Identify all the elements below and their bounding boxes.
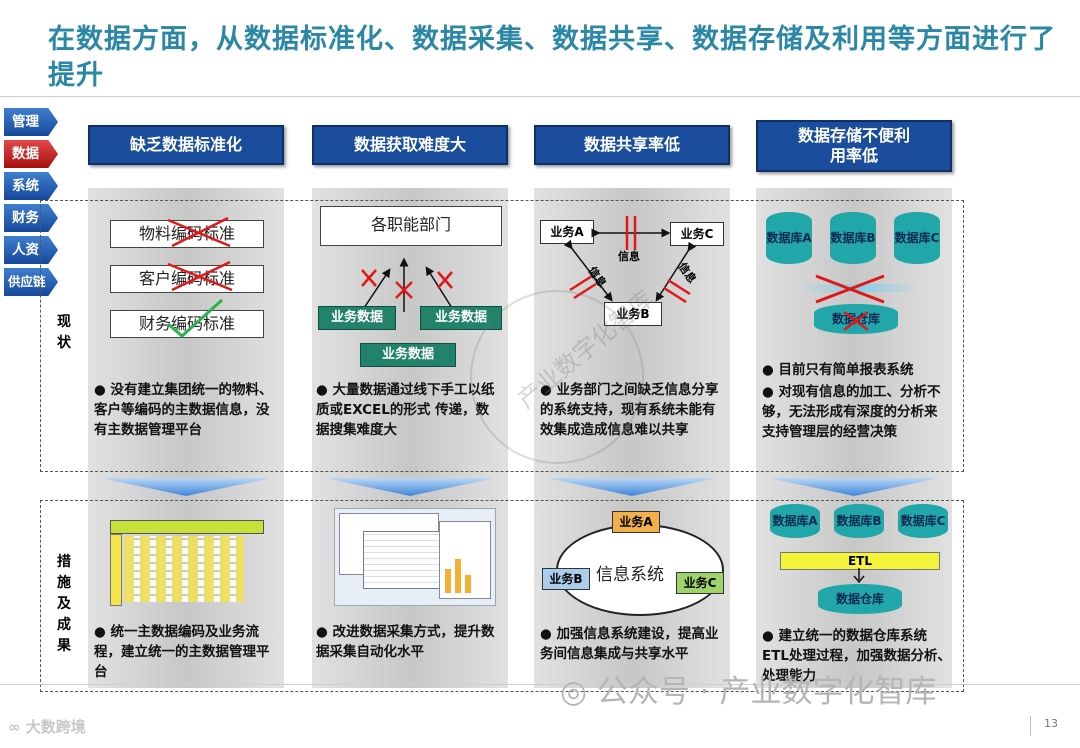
bottom-left-watermark-text: 大数跨境 [25,718,86,736]
data-collection-screenshot-image [334,508,496,606]
bottom-left-watermark: ∞ 大数跨境 [8,716,86,737]
wechat-icon: ◎ [560,674,588,710]
master-data-table-image [108,518,270,610]
down-arrow-icon [853,568,865,584]
col2-current-text: ● 大量数据通过线下手工以纸质或EXCEL的形式 传递，数据搜集难度大 [316,382,495,438]
nav-tab-data[interactable]: 数据 [4,140,58,168]
col4-current-text-1: ● 目前只有简单报表系统 [762,362,914,378]
nav-tab-supply-chain[interactable]: 供应链 [4,268,58,296]
data-warehouse-cylinder-current: 数据仓库 [814,304,898,334]
title-divider [0,96,1080,97]
col4-measure-text: ● 建立统一的数据仓库系统ETL处理过程，加强数据分析、处理能力 [762,628,952,684]
row-label-measures: 措施及成果 [57,554,71,654]
database-c-cylinder: 数据库C [894,212,940,264]
functional-departments-box: 各职能部门 [320,206,502,246]
ring-business-c: 业务C [676,572,724,594]
material-code-standard-box: 物料编码标准 [110,220,264,248]
circles-icon: ∞ [8,718,21,736]
col2-current-text-content: 大量数据通过线下手工以纸质或EXCEL的形式 传递，数据搜集难度大 [316,382,495,438]
wechat-watermark: ◎ 公众号 · 产业数字化智库 [560,666,936,711]
col2-measure-text-content: 改进数据采集方式，提升数据采集自动化水平 [316,624,495,660]
cross-mark-icon [361,269,377,287]
data-warehouse-cylinder-measure: 数据仓库 [818,584,902,614]
col4-cross-overlay [815,274,885,331]
nav-tab-management[interactable]: 管理 [4,108,58,136]
database-b-cylinder: 数据库B [830,212,876,264]
info-diagonal-label-left: 信息 [586,264,610,290]
blocked-mark-icon [625,216,637,250]
database-c-cylinder-measure: 数据库C [898,504,948,538]
page-number-divider [1030,716,1031,736]
stamp-watermark [470,290,644,464]
col3-arrows-overlay: 信息 信息 [563,216,700,304]
etl-bar: ETL [780,552,940,570]
col4-current-text-2-content: 对现有信息的加工、分析不够，无法形成有深度的分析来支持管理层的经营决策 [762,384,941,440]
cross-mark-icon [437,271,453,289]
information-system-label: 信息系统 [596,565,664,585]
col1-measure-text: ● 统一主数据编码及业务流程，建立统一的主数据管理平台 [94,624,270,680]
column-header-acquisition: 数据获取难度大 [312,125,508,165]
database-a-cylinder: 数据库A [766,212,812,264]
cross-mark-icon [815,274,885,304]
nav-tab-finance[interactable]: 财务 [4,204,58,232]
database-b-cylinder-measure: 数据库B [834,504,884,538]
customer-code-standard-box: 客户编码标准 [110,265,264,293]
row-label-current: 现状 [57,314,71,351]
page-number: 13 [1044,717,1058,730]
col4-measure-text-content: 建立统一的数据仓库系统ETL处理过程，加强数据分析、处理能力 [762,628,952,684]
flow-glow-band [800,284,920,292]
ring-business-a: 业务A [612,511,660,533]
cross-mark-icon [395,281,413,299]
wechat-watermark-text: 公众号 · 产业数字化智库 [596,674,937,710]
col3-measure-text: ● 加强信息系统建设，提高业务间信息集成与共享水平 [540,626,719,662]
col2-arrows-overlay [361,257,453,312]
cross-mark-icon [167,216,231,248]
col1-marks-overlay [167,216,233,338]
ring-business-b: 业务B [542,568,590,590]
column-header-sharing: 数据共享率低 [534,125,730,165]
cross-mark-icon [167,260,233,292]
finance-code-standard-box: 财务编码标准 [110,310,264,338]
current-state-frame [40,200,964,472]
cross-mark-icon [843,311,869,331]
info-label: 信息 [618,250,640,263]
col2-measure-text: ● 改进数据采集方式，提升数据采集自动化水平 [316,624,495,660]
page-title: 在数据方面，从数据标准化、数据采集、数据共享、数据存储及利用等方面进行了提升 [48,24,1056,91]
nav-tab-hr[interactable]: 人资 [4,236,58,264]
measures-frame [40,500,964,692]
database-a-cylinder-measure: 数据库A [770,504,820,538]
col1-measure-text-content: 统一主数据编码及业务流程，建立统一的主数据管理平台 [94,624,270,680]
column-header-standardization: 缺乏数据标准化 [88,125,284,165]
column-header-storage: 数据存储不便利用率低 [756,120,952,172]
check-mark-icon [167,298,224,338]
business-data-left: 业务数据 [318,306,396,330]
col4-current-text-1-content: 目前只有简单报表系统 [778,362,914,378]
col4-current-text-2: ● 对现有信息的加工、分析不够，无法形成有深度的分析来支持管理层的经营决策 [762,384,941,440]
footer-divider [0,684,1080,685]
col1-current-text-content: 没有建立集团统一的物料、客户等编码的主数据信息，没有主数据管理平台 [94,382,273,438]
nav-tab-system[interactable]: 系统 [4,172,58,200]
col3-measure-text-content: 加强信息系统建设，提高业务间信息集成与共享水平 [540,626,719,662]
business-data-bottom: 业务数据 [360,343,456,367]
blocked-mark-icon [663,278,691,304]
col1-current-text: ● 没有建立集团统一的物料、客户等编码的主数据信息，没有主数据管理平台 [94,382,273,438]
